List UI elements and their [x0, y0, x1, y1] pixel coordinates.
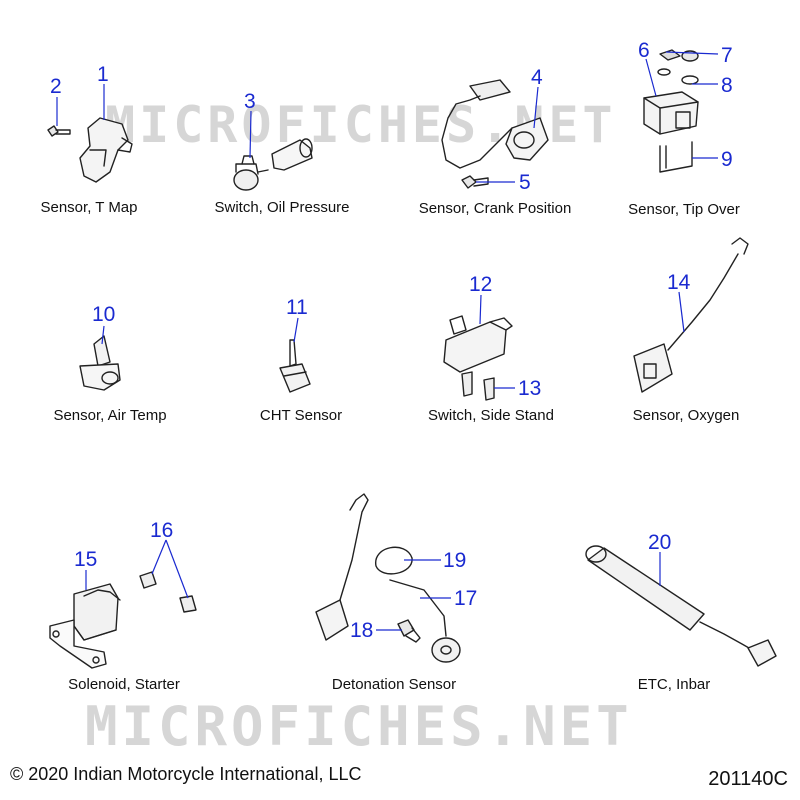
caption-etc-inbar: ETC, Inbar	[637, 676, 711, 693]
t-map-sensor-part	[79, 117, 133, 183]
callout-3: 3	[244, 90, 256, 113]
callout-7: 7	[721, 44, 733, 67]
callout-20: 20	[648, 531, 672, 554]
oil-pressure-switch-part	[233, 138, 313, 191]
etc-inbar-part	[585, 545, 777, 667]
callout-6: 6	[638, 39, 650, 62]
oxygen-sensor-part	[633, 237, 749, 393]
caption-cht-sensor: CHT Sensor	[259, 407, 343, 424]
caption-sensor-air-temp: Sensor, Air Temp	[53, 407, 167, 424]
caption-sensor-crank-position: Sensor, Crank Position	[418, 200, 572, 217]
bolts-16-part	[139, 571, 197, 613]
callout-10: 10	[92, 303, 116, 326]
callout-14: 14	[667, 271, 691, 294]
callout-15: 15	[74, 548, 98, 571]
screw-2-part	[47, 125, 71, 137]
caption-switch-side-stand: Switch, Side Stand	[428, 407, 554, 424]
screws-13-part	[461, 371, 495, 401]
caption-sensor-tip-over: Sensor, Tip Over	[628, 201, 740, 218]
caption-switch-oil-pressure: Switch, Oil Pressure	[214, 199, 350, 216]
starter-solenoid-part	[49, 583, 121, 669]
callout-1: 1	[97, 63, 109, 86]
side-stand-switch-part	[443, 315, 513, 373]
copyright-text: © 2020 Indian Motorcycle International, …	[10, 764, 362, 784]
callout-4: 4	[531, 66, 543, 89]
caption-detonation-sensor: Detonation Sensor	[331, 676, 457, 693]
bracket-9-part	[659, 141, 693, 173]
callout-5: 5	[519, 171, 531, 194]
callout-17: 17	[454, 587, 478, 610]
nut-washer-parts	[657, 49, 699, 85]
callout-19: 19	[443, 549, 467, 572]
callout-2: 2	[50, 75, 62, 98]
callout-12: 12	[469, 273, 493, 296]
callout-18: 18	[350, 619, 374, 642]
caption-sensor-oxygen: Sensor, Oxygen	[632, 407, 740, 424]
watermark-bottom: MICROFICHES.NET	[85, 695, 633, 758]
callout-16: 16	[150, 519, 174, 542]
air-temp-sensor-part	[79, 335, 121, 391]
diagram-code: 201140C	[708, 768, 788, 790]
callout-8: 8	[721, 74, 733, 97]
caption-sensor-t-map: Sensor, T Map	[40, 199, 138, 216]
detonation-sensor-part	[315, 493, 461, 663]
cht-sensor-part	[279, 339, 311, 393]
callout-11: 11	[286, 296, 308, 319]
crank-position-sensor-part	[441, 79, 549, 169]
tip-over-sensor-part	[643, 91, 699, 135]
callout-9: 9	[721, 148, 733, 171]
bolt-18-part	[397, 619, 421, 643]
caption-solenoid-starter: Solenoid, Starter	[68, 676, 180, 693]
callout-13: 13	[518, 377, 542, 400]
